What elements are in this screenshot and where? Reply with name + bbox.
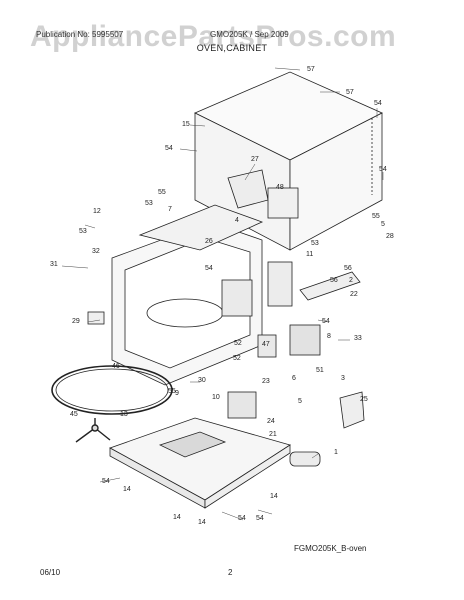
callout-9: 9 xyxy=(175,390,179,397)
callout-52: 52 xyxy=(233,355,241,362)
callout-5: 5 xyxy=(381,221,385,228)
callout-8: 8 xyxy=(327,333,331,340)
callout-14: 14 xyxy=(123,486,131,493)
callout-54: 54 xyxy=(238,515,246,522)
callout-30: 30 xyxy=(198,377,206,384)
callout-56: 56 xyxy=(330,277,338,284)
callout-51: 51 xyxy=(316,367,324,374)
page-header: AppliancePartsPros.com Publication No: 5… xyxy=(30,20,440,56)
callout-14: 14 xyxy=(173,514,181,521)
model-info: GMO205K / Sep 2009 xyxy=(210,30,289,39)
callout-14: 14 xyxy=(198,519,206,526)
callout-53: 53 xyxy=(311,240,319,247)
callout-6: 6 xyxy=(292,375,296,382)
callout-4: 4 xyxy=(235,217,239,224)
base-plate-shape xyxy=(109,417,291,509)
drawing-code-label: FGMO205K_B-oven xyxy=(294,544,366,553)
callout-57: 57 xyxy=(307,66,315,73)
callout-2: 2 xyxy=(349,277,353,284)
callout-52: 52 xyxy=(234,340,242,347)
callout-11: 11 xyxy=(306,251,313,258)
callout-55: 55 xyxy=(372,213,380,220)
callout-14: 14 xyxy=(270,493,278,500)
callout-5: 5 xyxy=(298,398,302,405)
oven-cavity-shape xyxy=(111,204,293,386)
callout-15: 15 xyxy=(182,121,190,128)
turntable-ring-shape xyxy=(51,365,173,415)
footer-date: 06/10 xyxy=(40,568,61,577)
callout-54: 54 xyxy=(102,478,110,485)
publication-info: Publication No: 5995507 xyxy=(36,30,124,39)
callout-10: 10 xyxy=(212,394,220,401)
callout-3: 3 xyxy=(341,375,345,382)
callout-48: 48 xyxy=(276,184,284,191)
callout-7: 7 xyxy=(168,206,172,213)
leader-lines xyxy=(61,67,384,521)
section-title: OVEN,CABINET xyxy=(196,43,268,53)
callout-31: 31 xyxy=(50,261,58,268)
callout-54: 54 xyxy=(322,318,330,325)
callout-53: 53 xyxy=(79,228,87,235)
callout-28: 28 xyxy=(386,233,394,240)
callout-45: 45 xyxy=(70,411,78,418)
callout-label-layer: 5757541554542748555371253426555283231545… xyxy=(50,66,394,526)
callout-25: 25 xyxy=(360,396,368,403)
callout-47: 47 xyxy=(262,341,270,348)
callout-54: 54 xyxy=(256,515,264,522)
callout-55: 55 xyxy=(158,189,166,196)
callout-12: 12 xyxy=(93,208,101,215)
callout-23: 23 xyxy=(262,378,270,385)
callout-54: 54 xyxy=(205,265,213,272)
callout-29: 29 xyxy=(72,318,80,325)
callout-54: 54 xyxy=(165,145,173,152)
callout-57: 57 xyxy=(346,89,354,96)
callout-13: 13 xyxy=(120,411,128,418)
callout-56: 56 xyxy=(344,265,352,272)
callout-53: 53 xyxy=(145,200,153,207)
callout-54: 54 xyxy=(374,100,382,107)
callout-55: 55 xyxy=(168,388,176,395)
callout-33: 33 xyxy=(354,335,362,342)
callout-27: 27 xyxy=(251,156,259,163)
callout-22: 22 xyxy=(350,291,358,298)
callout-32: 32 xyxy=(92,248,100,255)
watermark-logo: AppliancePartsPros.com xyxy=(30,20,397,53)
callout-1: 1 xyxy=(334,449,338,456)
footer-page-number: 2 xyxy=(228,568,233,577)
callout-46: 46 xyxy=(112,363,120,370)
callout-21: 21 xyxy=(269,431,277,438)
callout-26: 26 xyxy=(205,238,213,245)
callout-24: 24 xyxy=(267,418,275,425)
turntable-support-shape xyxy=(75,418,111,443)
callout-54: 54 xyxy=(379,166,387,173)
